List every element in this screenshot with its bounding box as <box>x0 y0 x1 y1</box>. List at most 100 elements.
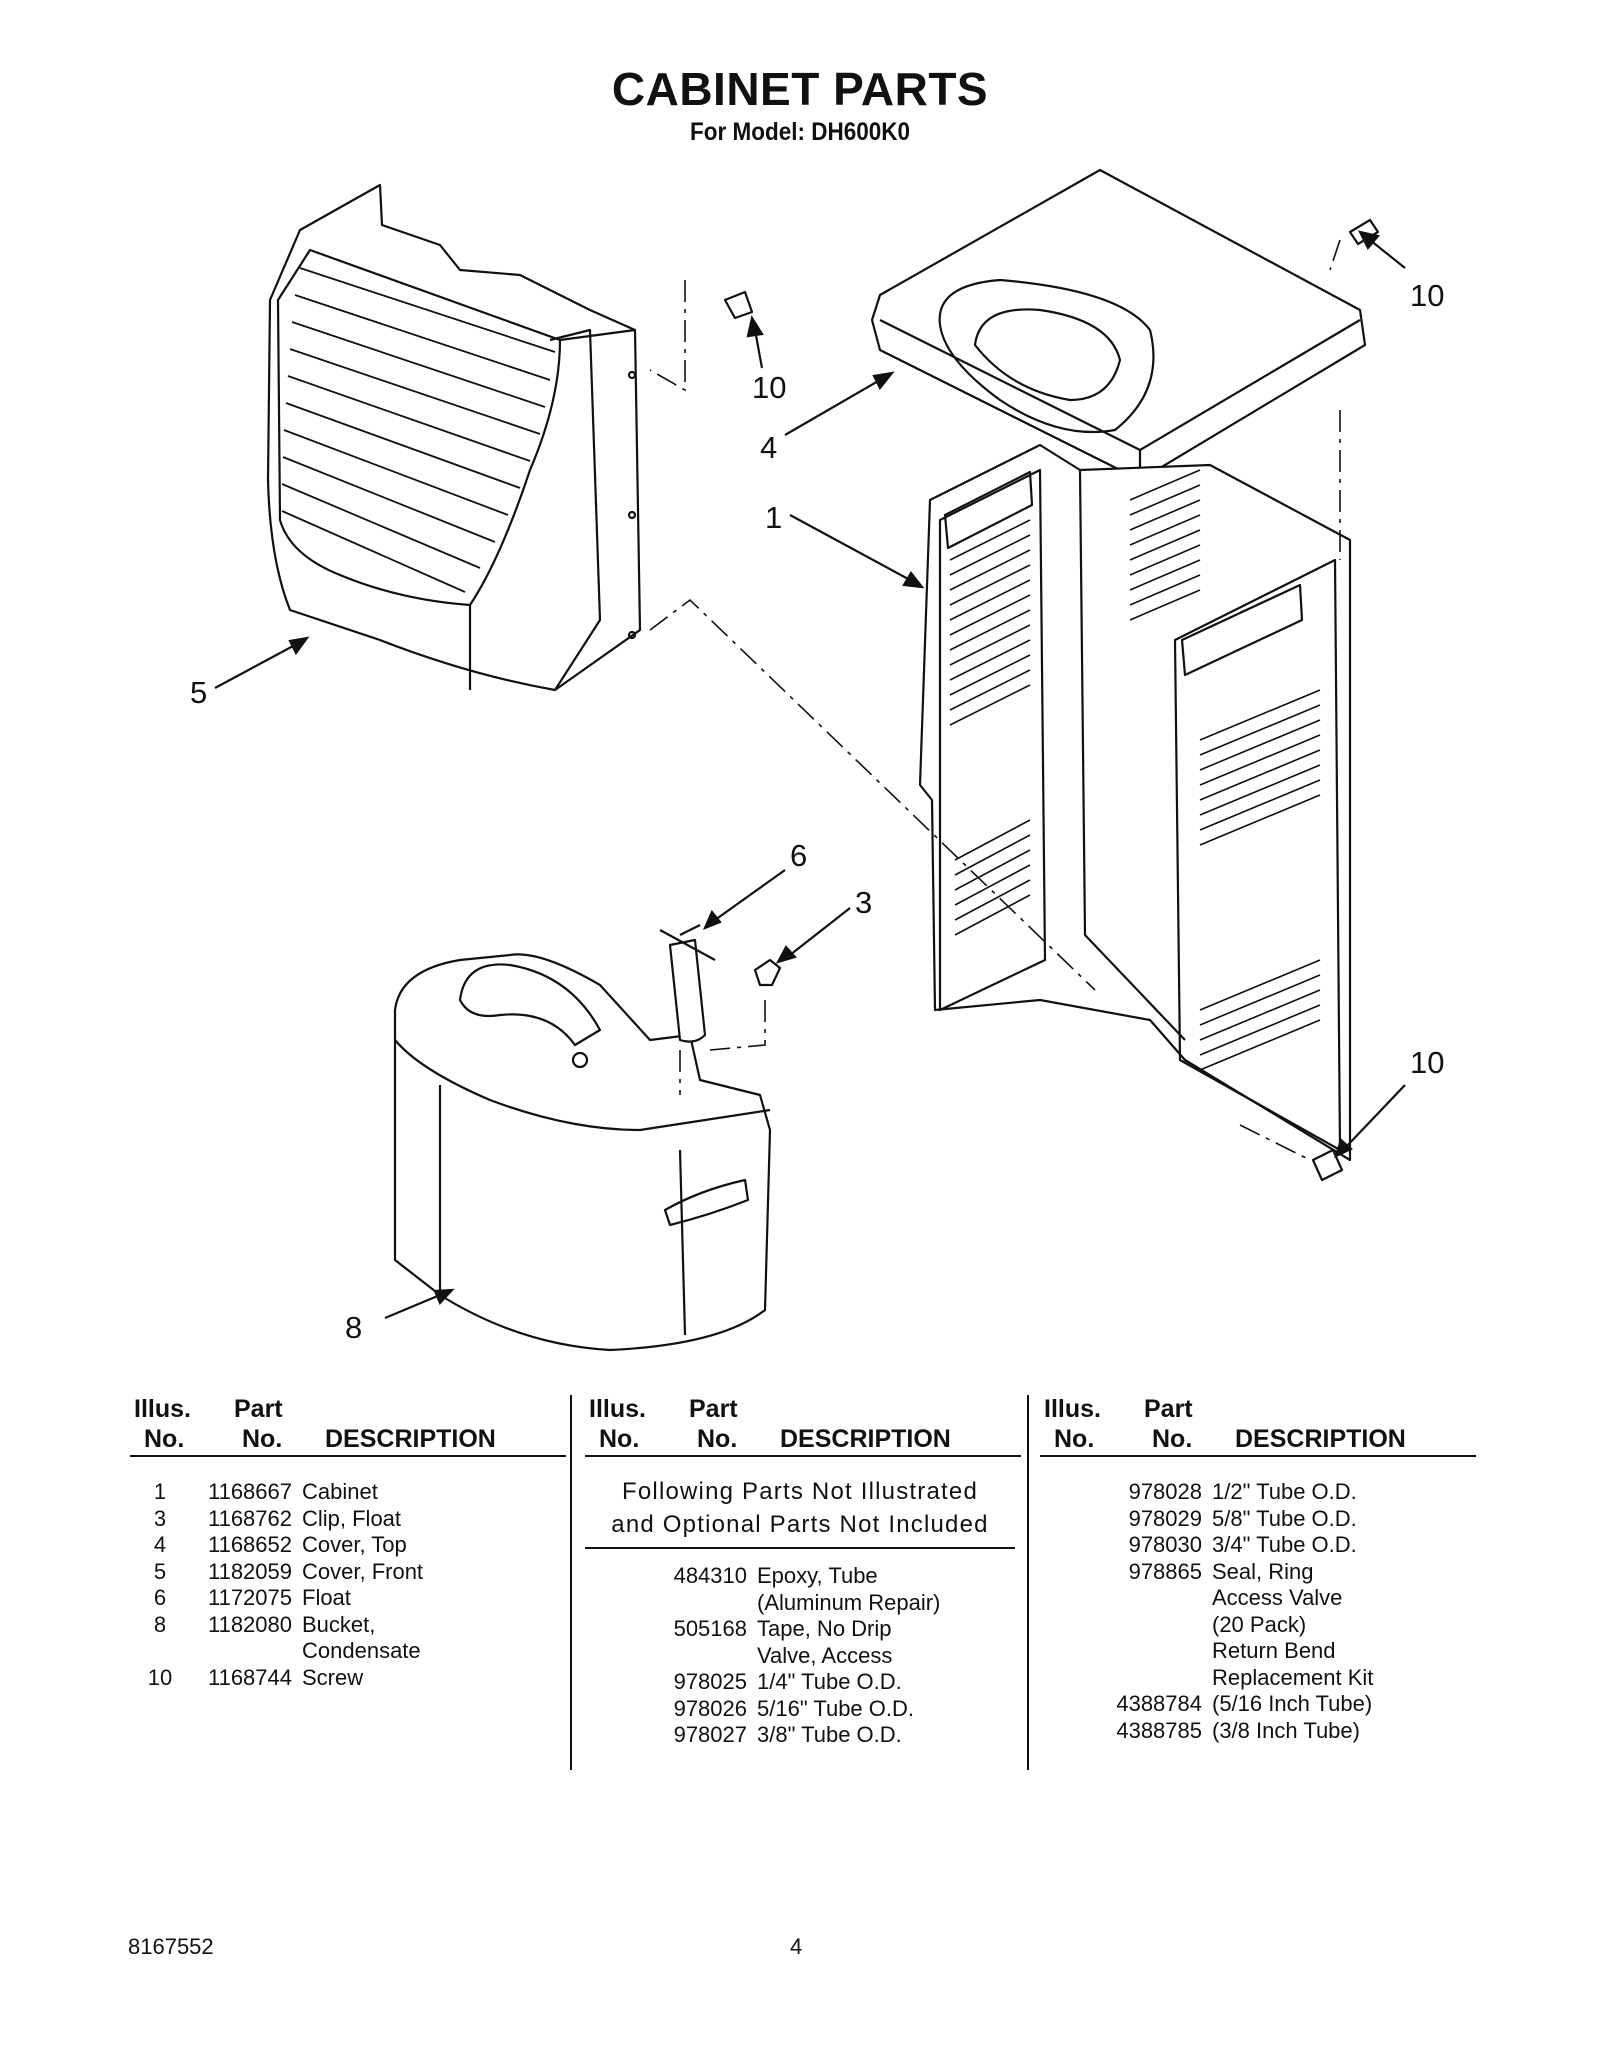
callout-10-top: 10 <box>752 370 787 405</box>
description-line: 3/8" Tube O.D. <box>757 1722 902 1747</box>
callout-1: 1 <box>765 500 783 535</box>
table-row: 978030 3/4" Tube O.D. <box>1040 1532 1476 1559</box>
illus-number <box>1040 1718 1100 1745</box>
description-line: Condensate <box>302 1638 421 1663</box>
illus-number <box>585 1616 645 1669</box>
exploded-parts-diagram <box>214 168 1406 1352</box>
illus-number: 1 <box>153 1479 167 1504</box>
description-line: Clip, Float <box>302 1505 402 1531</box>
illus-number: 6 <box>153 1585 167 1610</box>
illus-number: 4 <box>153 1532 167 1557</box>
callout-10-bottom: 10 <box>1410 1045 1445 1080</box>
part-number: 505168 <box>673 1616 747 1641</box>
description-line: Replacement Kit <box>1212 1664 1374 1690</box>
part-number: 1182080 <box>207 1611 292 1637</box>
document-number: 8167552 <box>128 1934 214 1959</box>
illus-number: 3 <box>153 1505 167 1531</box>
header-description: DESCRIPTION <box>1235 1425 1406 1453</box>
header-part-line1: Part <box>234 1395 283 1423</box>
front-cover-illustration <box>266 183 642 692</box>
header-part-line1: Part <box>1144 1395 1193 1423</box>
illus-number: 10 <box>147 1664 173 1690</box>
description-line: (Aluminum Repair) <box>757 1589 941 1615</box>
part-number: 978026 <box>673 1695 747 1721</box>
note-line-2: and Optional Parts Not Included <box>611 1511 989 1538</box>
description-line: 5/8" Tube O.D. <box>1212 1505 1357 1531</box>
part-description: 5/16" Tube O.D. <box>757 1696 1021 1723</box>
illus-number <box>1040 1479 1100 1506</box>
callout-8: 8 <box>345 1310 363 1345</box>
parts-table-column-3: Illus. No. Part No. DESCRIPTION 978028 1/… <box>1040 1395 1476 1744</box>
part-description: Clip, Float <box>302 1506 566 1533</box>
top-cover-illustration <box>870 168 1367 482</box>
header-illus-line1: Illus. <box>589 1395 646 1423</box>
part-number: 1172075 <box>207 1585 292 1610</box>
header-illus-line1: Illus. <box>1044 1395 1101 1423</box>
description-line: (20 Pack) <box>1212 1611 1307 1637</box>
illus-number <box>585 1669 645 1696</box>
model-subtitle: For Model: DH600K0 <box>689 118 911 146</box>
description-line: Cabinet <box>302 1479 378 1504</box>
table-row: 4388785(3/8 Inch Tube) <box>1040 1718 1476 1745</box>
part-description: Screw <box>302 1665 566 1692</box>
part-description: 5/8" Tube O.D. <box>1212 1506 1476 1533</box>
part-number: 978027 <box>673 1722 747 1747</box>
header-part-line1: Part <box>689 1395 738 1423</box>
clip-illustration <box>753 958 782 987</box>
part-number: 978030 <box>1128 1532 1202 1557</box>
part-number: 978025 <box>673 1669 747 1694</box>
table-header: Illus. No. Part No. DESCRIPTION <box>1040 1395 1476 1457</box>
callout-10-right: 10 <box>1410 278 1445 313</box>
table-header: Illus. No. Part No. DESCRIPTION <box>585 1395 1021 1457</box>
table-row: 10 1168744 Screw <box>130 1665 566 1692</box>
description-line: 1/2" Tube O.D. <box>1212 1479 1357 1504</box>
table-row: 4388784(5/16 Inch Tube) <box>1040 1691 1476 1718</box>
description-line: Seal, Ring <box>1212 1558 1314 1584</box>
part-description: (3/8 Inch Tube) <box>1212 1718 1476 1745</box>
note-line-1: Following Parts Not Illustrated <box>622 1478 978 1505</box>
table-header: Illus. No. Part No. DESCRIPTION <box>130 1395 566 1457</box>
callout-4: 4 <box>760 430 778 465</box>
illus-number <box>1040 1559 1100 1692</box>
part-description: (5/16 Inch Tube) <box>1212 1691 1476 1718</box>
illus-number <box>1040 1532 1100 1559</box>
part-description: Float <box>302 1585 566 1612</box>
part-description: 3/4" Tube O.D. <box>1212 1532 1476 1559</box>
part-number: 978028 <box>1128 1479 1202 1504</box>
header-illus-line2: No. <box>144 1425 185 1453</box>
float-illustration <box>659 924 716 1043</box>
description-line: Cover, Front <box>302 1558 424 1584</box>
description-line: Return Bend <box>1212 1638 1336 1663</box>
part-description: Bucket,Condensate <box>302 1612 566 1665</box>
callout-6: 6 <box>790 838 808 873</box>
table-row: 978026 5/16" Tube O.D. <box>585 1696 1021 1723</box>
description-line: Valve, Access <box>757 1642 893 1668</box>
column-divider-2 <box>1027 1395 1029 1770</box>
part-number: 1168744 <box>207 1664 292 1690</box>
header-description: DESCRIPTION <box>325 1425 496 1453</box>
description-line: Tape, No Drip <box>757 1616 892 1641</box>
description-line: Access Valve <box>1212 1585 1343 1610</box>
part-number: 484310 <box>673 1563 747 1588</box>
part-number: 1182059 <box>207 1558 292 1584</box>
bucket-illustration <box>393 953 772 1352</box>
page-number: 4 <box>790 1934 803 1959</box>
description-line: Screw <box>302 1664 364 1690</box>
part-number: 1168652 <box>207 1532 292 1557</box>
page-title: CABINET PARTS <box>611 63 989 115</box>
illus-number <box>585 1722 645 1749</box>
part-description: Cabinet <box>302 1479 566 1506</box>
cabinet-illustration <box>918 443 1352 1162</box>
table-row: 6 1172075 Float <box>130 1585 566 1612</box>
